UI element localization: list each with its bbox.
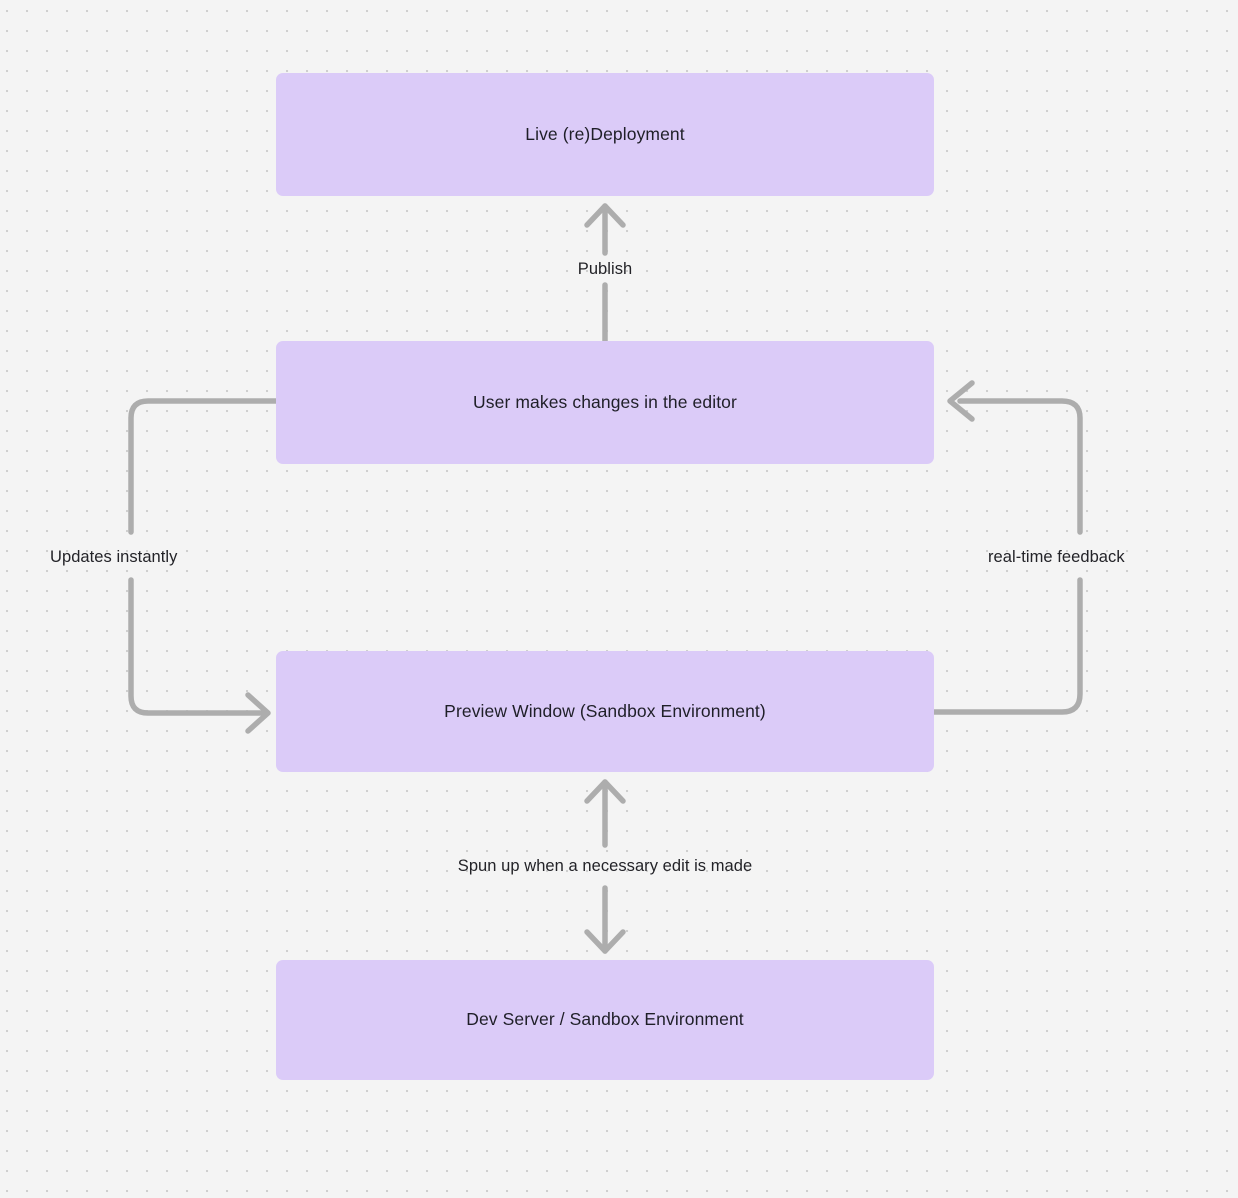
node-live-deployment[interactable]: Live (re)Deployment: [276, 73, 934, 196]
node-preview-window[interactable]: Preview Window (Sandbox Environment): [276, 651, 934, 772]
node-live-deployment-label: Live (re)Deployment: [525, 123, 685, 144]
node-user-edits[interactable]: User makes changes in the editor: [276, 341, 934, 464]
edge-label-publish: Publish: [577, 259, 633, 278]
node-user-edits-label: User makes changes in the editor: [473, 391, 737, 412]
node-dev-server[interactable]: Dev Server / Sandbox Environment: [276, 960, 934, 1080]
node-dev-server-label: Dev Server / Sandbox Environment: [466, 1009, 744, 1030]
edge-updates-instantly: [128, 398, 279, 734]
edge-label-updates-instantly: Updates instantly: [50, 547, 178, 566]
edge-label-real-time-feedback: real-time feedback: [988, 547, 1125, 566]
edge-label-spun-up: Spun up when a necessary edit is made: [457, 856, 753, 875]
node-preview-window-label: Preview Window (Sandbox Environment): [444, 700, 766, 721]
